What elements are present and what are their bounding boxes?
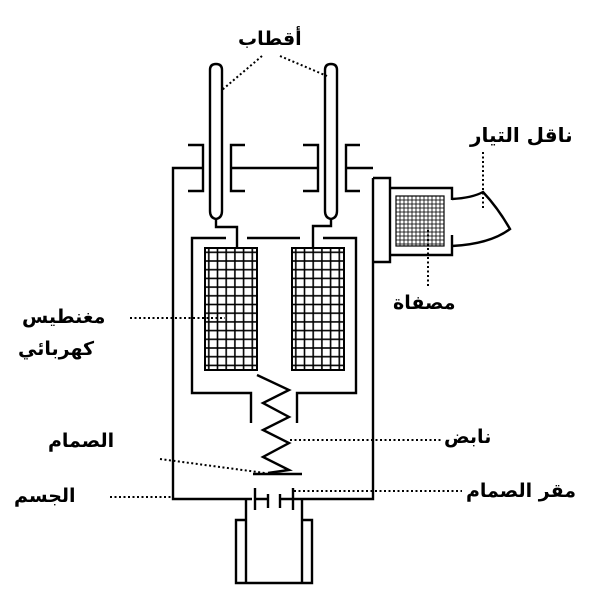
outlet-pipe <box>234 499 314 585</box>
label-electromagnet-line2: كهربائي <box>18 338 95 360</box>
electrode-flange-right <box>303 143 360 193</box>
spring <box>256 373 293 475</box>
label-current-conductor: ناقل التيار <box>470 123 573 147</box>
label-spring: نابض <box>444 426 492 448</box>
electrode-flange-left <box>188 143 245 193</box>
electrode-right <box>323 62 339 221</box>
label-electromagnet-line1: مغنطيس <box>22 306 106 328</box>
label-body: الجسم <box>14 485 76 507</box>
label-valve: الصمام <box>48 430 115 452</box>
filter-housing <box>390 186 454 257</box>
valve-seat <box>253 488 302 510</box>
coil-left <box>204 247 258 371</box>
filter-flange <box>373 176 392 264</box>
leader-electrodes <box>221 55 328 91</box>
coil-right <box>291 247 345 371</box>
label-filter: مصفاة <box>393 292 456 314</box>
leader-valve <box>159 458 266 474</box>
current-conductor <box>451 190 512 248</box>
label-electrodes: أقطاب <box>238 28 302 50</box>
electromagnet-housing <box>190 236 358 423</box>
electrode-left <box>208 62 224 221</box>
label-valve-seat: مقر الصمام <box>466 480 577 502</box>
valve-body <box>171 166 375 501</box>
filter-mesh <box>395 195 445 247</box>
